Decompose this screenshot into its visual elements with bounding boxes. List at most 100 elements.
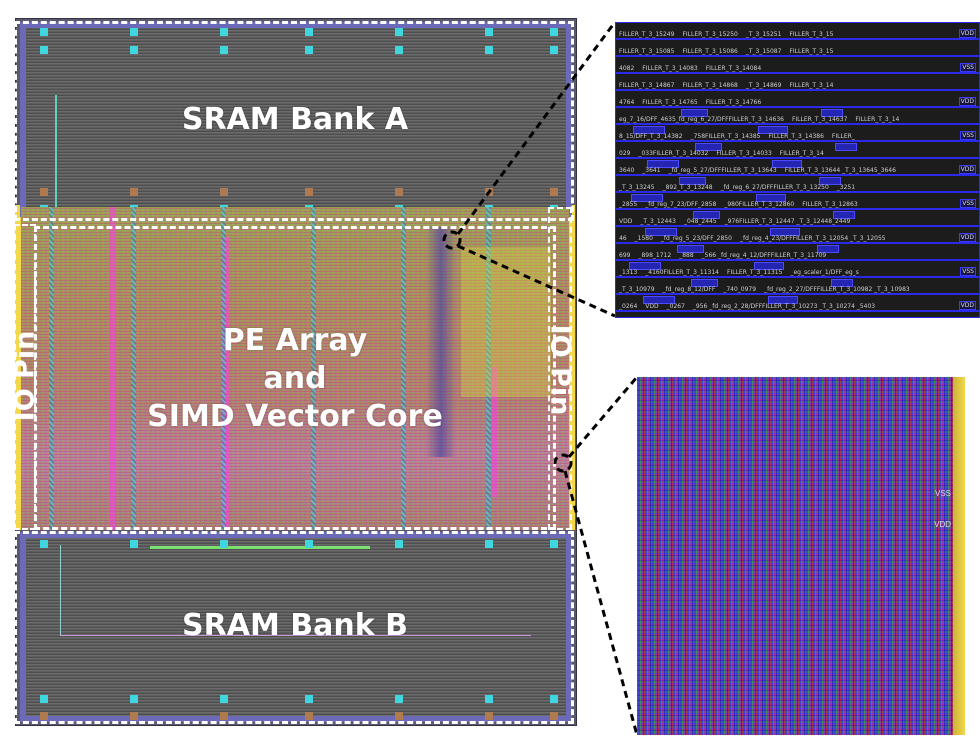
connector-line <box>457 244 616 318</box>
zoom-circle-top <box>442 230 462 250</box>
power-pad <box>485 540 493 548</box>
sram-bank-b-box <box>14 531 574 724</box>
cell-instance-label: _758FILLER_T_3_14385 <box>690 133 761 140</box>
cell-instance-label: _033FILLER_T_3_14032 <box>638 150 709 157</box>
flipflop-cell <box>643 296 675 304</box>
power-strap <box>311 207 316 530</box>
flipflop-cell <box>679 177 706 185</box>
power-pad <box>40 712 48 720</box>
cell-row: _T_3_10979_fd_reg_8_12/DFF_740_0979_fd_r… <box>616 278 979 295</box>
power-pad <box>395 188 403 196</box>
cell-instance-label: FILLER_T_3_14386 <box>768 133 824 140</box>
cell-instance-label: 46 <box>619 235 627 242</box>
pe-array-layout <box>21 207 569 530</box>
cell-instance-label: FILLER_T_3_15 <box>789 48 834 55</box>
cell-instance-label: VDD <box>645 303 659 310</box>
cell-row: _0264 VDD _0267 _956 _fd_reg_2_28/DFFFILLER… <box>616 295 979 312</box>
power-pad <box>40 540 48 548</box>
power-pin-label: VSS <box>960 63 976 72</box>
cell-instance-label: _fd_reg_8_12/DFF <box>662 286 716 293</box>
cell-instance-label: _3251 <box>836 184 856 191</box>
sram-bank-a-label: SRAM Bank A <box>181 102 409 137</box>
cell-instance-label: FILLER_T_3_14867 <box>619 82 675 89</box>
sram-bank-a-box <box>14 21 574 221</box>
power-pin-label: VDD <box>958 97 976 106</box>
flipflop-cell <box>693 211 720 219</box>
cell-instance-label: _0267 <box>666 303 685 310</box>
cell-instance-label: FILLER_T_3_15086 <box>682 48 738 55</box>
cell-instance-label: FILLER_T_3_14766 <box>705 99 762 106</box>
pe-label-line-1: PE Array <box>222 323 368 358</box>
cell-row: 46_1580_fd_reg_5_23/DFF_2850_fd_reg_4_23… <box>616 227 979 244</box>
cell-instance-label: 8_15/DFF_T_3_14382 <box>619 133 683 140</box>
power-pad <box>40 46 48 54</box>
cell-instance-label: _740_0979 <box>723 286 757 293</box>
cell-row: _T_3_13245_892_T_3_13248_fd_reg_6_27/DFF… <box>616 176 979 193</box>
cell-instance-label: _T_3_13245 <box>619 184 655 191</box>
power-pad <box>550 540 558 548</box>
io-pin-right-box <box>548 207 572 530</box>
power-pad <box>395 540 403 548</box>
flipflop-cell <box>647 160 679 168</box>
cell-instance-label: _976FILLER_T_3_12447 _T_3_12448_2449 <box>724 218 851 225</box>
connector-line <box>563 470 639 736</box>
route-stripe <box>109 207 115 530</box>
dense-logic-area <box>426 227 456 457</box>
flipflop-cell <box>645 228 677 236</box>
power-pad <box>395 712 403 720</box>
power-pad <box>130 695 138 703</box>
power-pad <box>40 695 48 703</box>
power-pad <box>395 46 403 54</box>
pe-array-label: PE Array and SIMD Vector Core <box>100 322 490 436</box>
power-pad <box>305 28 313 36</box>
power-pin-label: VDD <box>958 29 976 38</box>
cell-instance-label: _0264 <box>619 303 638 310</box>
flipflop-cell <box>772 160 802 168</box>
cell-instance-label: _T_3_14869 <box>745 82 782 89</box>
cell-instance-label: eg_7_16/DFF_4635_fd_reg_6_27/DFFFILLER_T… <box>619 116 784 123</box>
power-strap <box>221 207 226 530</box>
cell-instance-label: _1313 <box>619 269 638 276</box>
power-pin-label: VDD <box>958 301 976 310</box>
flipflop-cell <box>768 296 798 304</box>
cell-instance-label: FILLER_T_3_14868 <box>682 82 738 89</box>
power-label-vss: VSS <box>934 489 951 498</box>
flipflop-cell <box>631 194 663 202</box>
cell-instance-label: _eg_scaler_1/DFF_eg_s <box>790 269 859 276</box>
cell-instance-label: _956 _fd_reg_2_28/DFFFILLER_T_3_10273 _T… <box>692 303 876 310</box>
cell-row: 699_898_1712_888_566 _fd_reg_4_12/DFFFIL… <box>616 244 979 261</box>
cell-instance-label: FILLER_T_3_14 <box>855 116 900 123</box>
flipflop-cell <box>819 177 841 185</box>
pe-label-line-2: and <box>263 361 327 396</box>
power-pad <box>550 28 558 36</box>
flipflop-cell <box>835 143 857 151</box>
power-pin-label: VSS <box>960 267 976 276</box>
power-pad <box>395 695 403 703</box>
power-pad <box>130 540 138 548</box>
power-pad <box>220 540 228 548</box>
sram-bank-b-label: SRAM Bank B <box>182 608 408 643</box>
flipflop-cell <box>817 245 839 253</box>
cell-instance-label: _4160FILLER_T_3_11314 <box>645 269 719 276</box>
cell-row: 8_15/DFF_T_3_14382 _758FILLER_T_3_14385 FI… <box>616 125 979 142</box>
power-pad <box>485 46 493 54</box>
io-pin-strip-left <box>15 205 21 530</box>
io-pin-left-box <box>14 224 36 530</box>
flipflop-cell <box>756 194 786 202</box>
cell-instance-label: _fd_reg_5_23/DFF_2850 <box>660 235 732 242</box>
flipflop-cell <box>770 228 800 236</box>
flipflop-cell <box>831 279 853 287</box>
cell-instance-label: FILLER_T_3_14637 <box>791 116 848 123</box>
cell-instance-label: FILLER_T_3_14083 <box>642 65 698 72</box>
cell-instance-label: FILLER_T_3_13644 _T_3_13645_3646 <box>784 167 896 174</box>
flipflop-cell <box>691 279 718 287</box>
cell-instance-label: 029 <box>619 150 631 157</box>
power-label-vdd: VDD <box>934 520 951 529</box>
zoom-inset-routing: VSS VDD <box>637 377 965 735</box>
cell-instance-label: 4082 <box>619 65 635 72</box>
power-pad <box>130 712 138 720</box>
flipflop-cell <box>833 211 855 219</box>
cell-instance-label: _fd_reg_2_27/DFFFILLER_T_3_10982 _T_3_10… <box>764 286 910 293</box>
cell-instance-label: _892_T_3_13248 <box>662 184 713 191</box>
